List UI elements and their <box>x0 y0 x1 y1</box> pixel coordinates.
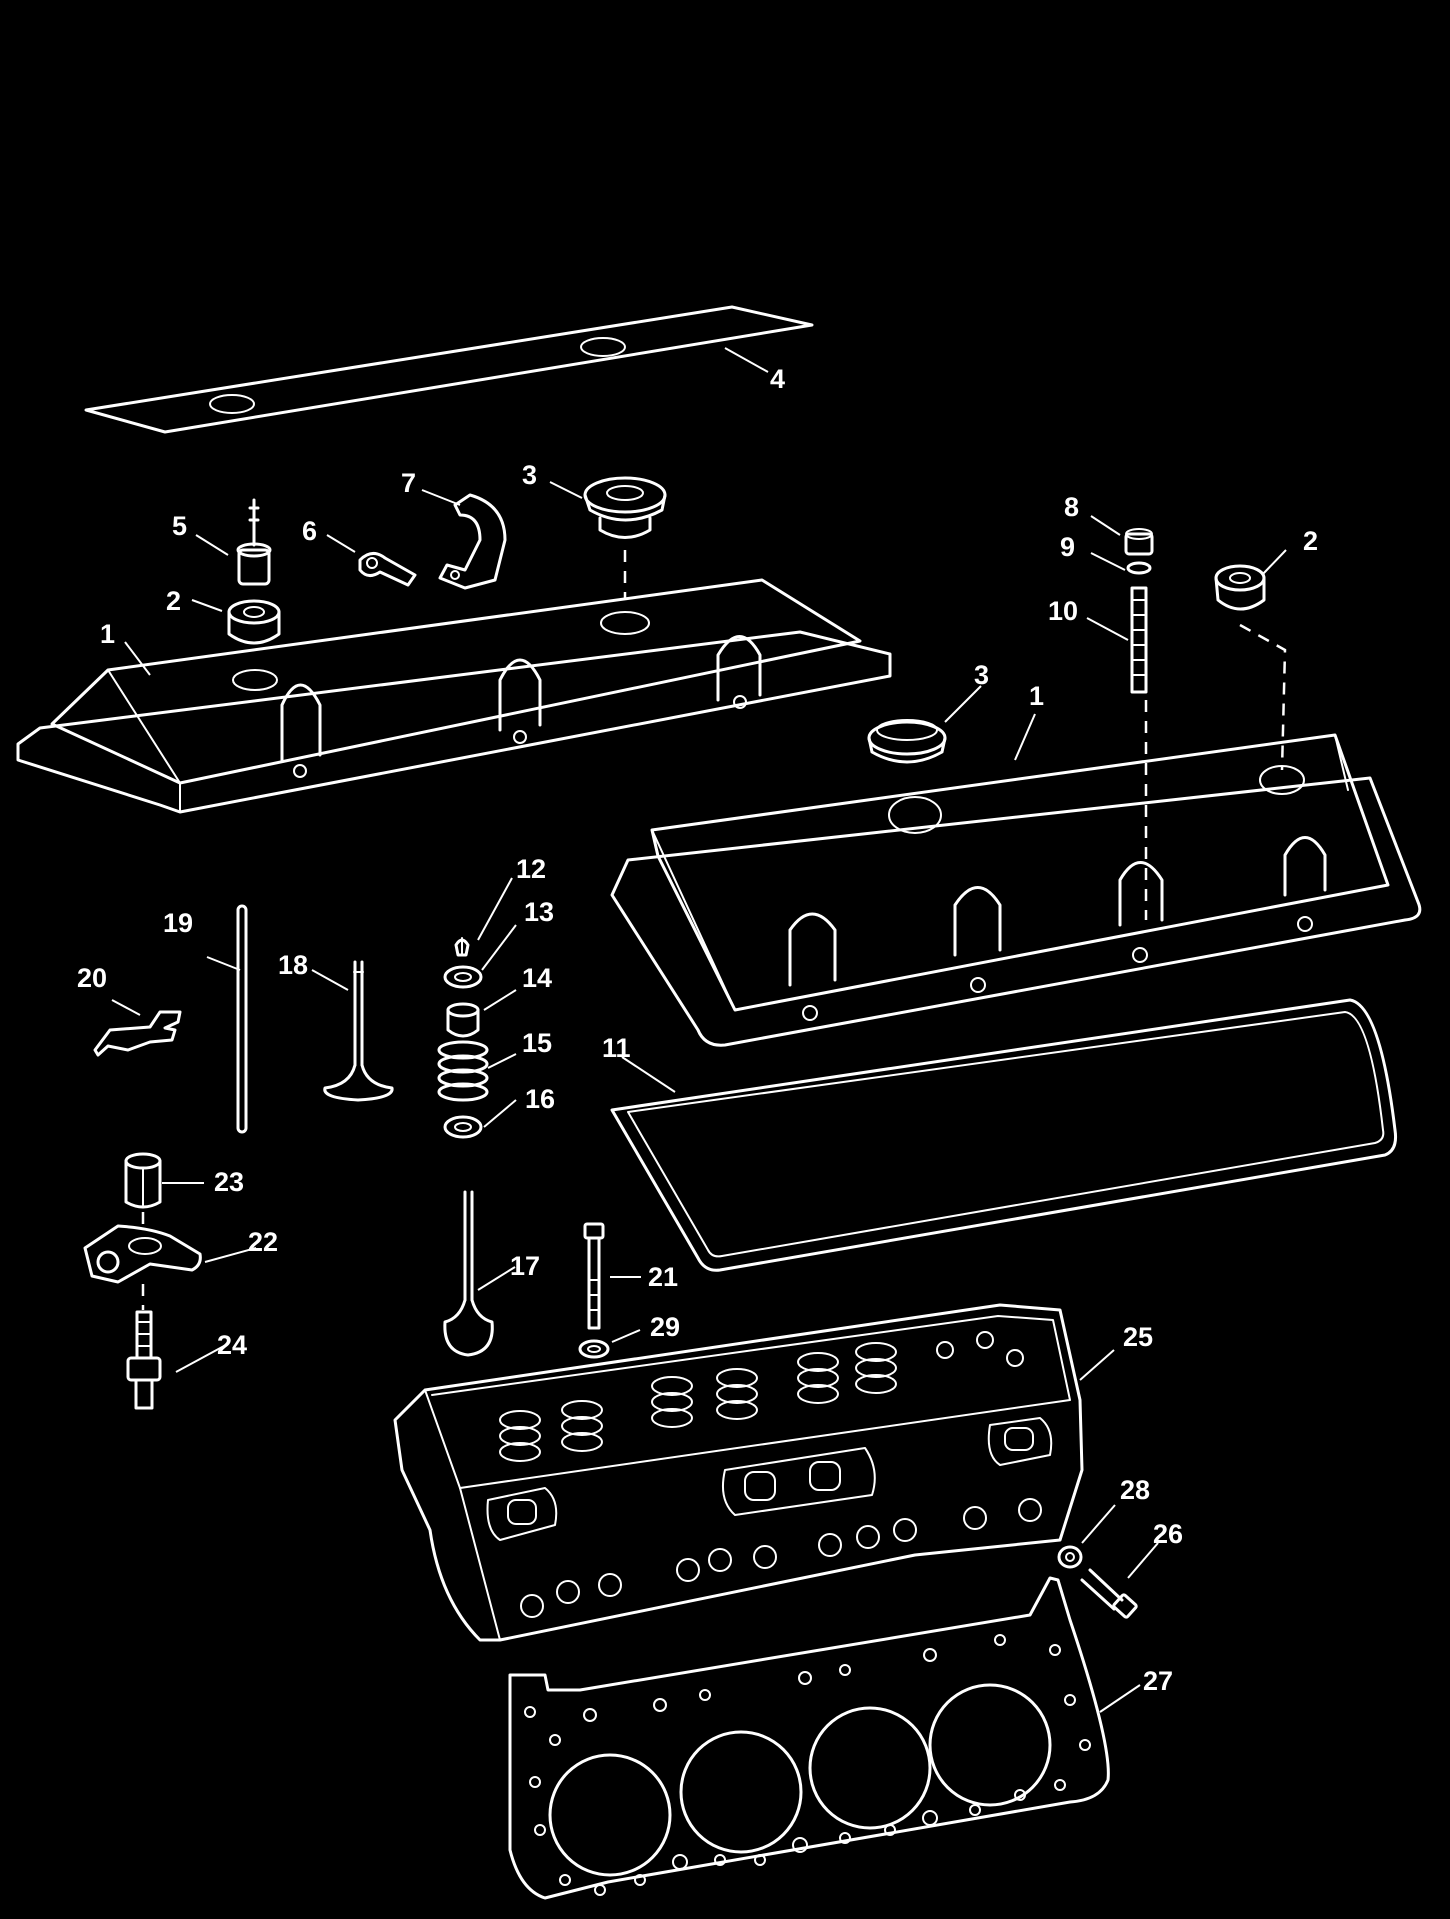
callout-10: 10 <box>1048 596 1078 626</box>
part-14-seal <box>446 1002 480 1038</box>
callout-4: 4 <box>770 364 785 394</box>
callout-2-left: 2 <box>166 586 181 616</box>
part-15-valve-spring <box>437 1040 489 1102</box>
part-21-head-bolt <box>583 1222 605 1330</box>
part-3-oil-cap-upper <box>583 476 667 539</box>
callout-15: 15 <box>522 1028 552 1058</box>
callout-9: 9 <box>1060 532 1075 562</box>
part-1-rocker-cover-right <box>610 733 1422 1047</box>
gasket-water-holes <box>524 1634 1091 1896</box>
callout-1-left: 1 <box>100 619 115 649</box>
callout-22: 22 <box>248 1227 278 1257</box>
callout-3-lower: 3 <box>974 660 989 690</box>
callout-16: 16 <box>525 1084 555 1114</box>
part-2-grommet-right <box>1214 564 1266 611</box>
part-10-stud <box>1130 586 1148 694</box>
leader-lines <box>111 347 1287 1713</box>
callout-28: 28 <box>1120 1475 1150 1505</box>
callout-21: 21 <box>648 1262 678 1292</box>
part-25-cylinder-head <box>393 1303 1084 1642</box>
part-19-pushrod <box>236 904 248 1134</box>
head-bolt-holes <box>520 1331 1042 1618</box>
callout-25: 25 <box>1123 1322 1153 1352</box>
part-22-rocker-arm <box>83 1212 202 1284</box>
part-8-nut <box>1124 528 1154 556</box>
part-12-keepers <box>454 937 470 957</box>
part-17-valve <box>443 1190 494 1357</box>
part-28-washer <box>1057 1545 1083 1569</box>
part-13-retainer <box>443 965 483 989</box>
callout-7: 7 <box>401 468 416 498</box>
part-9-washer <box>1126 561 1152 575</box>
callout-29: 29 <box>650 1312 680 1342</box>
callout-24: 24 <box>217 1330 247 1360</box>
callout-19: 19 <box>163 908 193 938</box>
callout-6: 6 <box>302 516 317 546</box>
callout-11: 11 <box>602 1033 631 1063</box>
part-24-rocker-stud <box>126 1284 162 1410</box>
callout-18: 18 <box>278 950 308 980</box>
callout-23: 23 <box>214 1167 244 1197</box>
part-7-bracket <box>438 493 507 590</box>
callout-27: 27 <box>1143 1666 1173 1696</box>
valve-springs <box>499 1342 897 1462</box>
part-20-guide <box>93 1010 182 1057</box>
part-3-oil-cap-lower <box>867 719 947 764</box>
part-2-grommet-left <box>227 599 281 645</box>
part-18-valve <box>323 960 394 1102</box>
part-6-clip <box>358 552 417 587</box>
part-29-washer <box>578 1339 610 1359</box>
callout-20: 20 <box>77 963 107 993</box>
callout-14: 14 <box>522 963 552 993</box>
exhaust-ports <box>486 1417 1053 1541</box>
callout-8: 8 <box>1064 492 1079 522</box>
part-1-rocker-cover-left <box>16 578 892 814</box>
callout-13: 13 <box>524 897 554 927</box>
callout-26: 26 <box>1153 1519 1183 1549</box>
part-23-lifter <box>124 1152 162 1209</box>
assembly-lines <box>623 550 1287 920</box>
part-27-head-gasket <box>508 1576 1110 1900</box>
callout-12: 12 <box>516 854 546 884</box>
callout-numbers: 4 5 2 1 6 7 3 8 9 10 2 3 1 11 12 13 14 1… <box>77 364 1318 1696</box>
callout-2-right: 2 <box>1303 526 1318 556</box>
callout-17: 17 <box>510 1251 540 1281</box>
part-5-pcv-valve <box>236 498 272 586</box>
part-4-baffle-plate <box>84 305 814 434</box>
callout-3-upper: 3 <box>522 460 537 490</box>
part-11-cover-gasket <box>610 998 1397 1272</box>
callout-5: 5 <box>172 511 187 541</box>
callout-1-right: 1 <box>1029 681 1044 711</box>
part-16-shim <box>443 1115 483 1139</box>
part-26-bolt <box>1080 1568 1138 1619</box>
